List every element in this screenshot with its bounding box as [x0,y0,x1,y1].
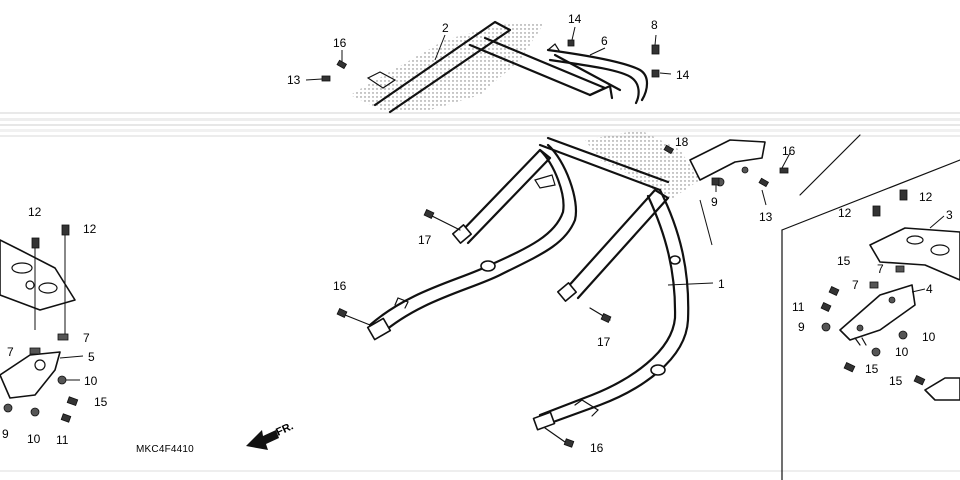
fasteners [3,39,926,448]
callout-16: 16 [590,441,604,455]
callout-9: 9 [2,427,9,441]
callout-12: 12 [28,205,42,219]
callout-3: 3 [946,208,953,222]
callout-17: 17 [418,233,432,247]
diagram-code: MKC4F4410 [136,444,194,455]
callout-11: 11 [792,300,805,314]
callout-15: 15 [837,254,851,268]
leader-lines [59,26,945,381]
callout-6: 6 [601,34,608,48]
callout-16: 16 [333,279,347,293]
callout-7: 7 [877,262,884,276]
callout-15: 15 [865,362,879,376]
callout-8: 8 [651,18,658,32]
callout-16: 16 [782,144,796,158]
scan-artifact-band [0,112,960,472]
view-boundary [781,134,960,480]
callout-5: 5 [88,350,95,364]
callout-10: 10 [27,432,41,446]
callout-15: 15 [94,395,108,409]
callout-7: 7 [7,345,14,359]
callout-13: 13 [759,210,773,224]
callout-14: 14 [676,68,690,82]
left-bracket-assembly [0,239,76,399]
callout-9: 9 [711,195,718,209]
callout-14: 14 [568,12,582,26]
front-label: FR. [274,420,295,438]
callout-10: 10 [84,374,98,388]
callout-10: 10 [895,345,909,359]
callout-15: 15 [889,374,903,388]
callout-9: 9 [798,320,805,334]
callout-16: 16 [333,36,347,50]
callout-12: 12 [838,206,852,220]
callout-labels: 2 14 6 8 14 16 13 18 16 9 13 17 1 16 17 … [2,12,953,455]
shaded-areas [350,22,700,200]
side-bracket [689,139,766,187]
callout-13: 13 [287,73,301,87]
main-carrier-frame [366,136,690,431]
upper-carrier-frame [366,20,622,114]
front-direction-arrow: FR. [246,420,295,450]
callout-17: 17 [597,335,611,349]
callout-10: 10 [922,330,936,344]
callout-7: 7 [852,278,859,292]
callout-4: 4 [926,282,933,296]
callout-1: 1 [718,277,725,291]
callout-7: 7 [83,331,90,345]
callout-11: 11 [56,433,69,447]
callout-12: 12 [83,222,97,236]
callout-2: 2 [442,21,449,35]
right-bracket-assembly [839,227,960,401]
callout-12: 12 [919,190,933,204]
callout-18: 18 [675,135,689,149]
bracket-pipe [546,43,649,105]
